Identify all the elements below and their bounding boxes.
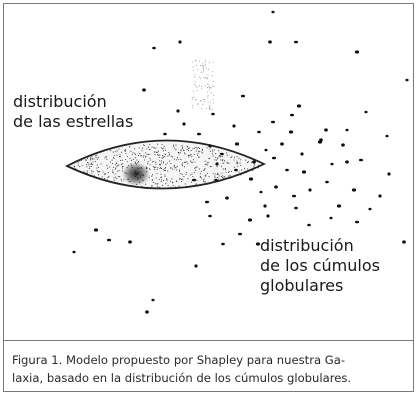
globular-cluster-dot bbox=[345, 128, 349, 132]
globular-cluster-dot bbox=[294, 206, 298, 210]
globular-cluster-dot bbox=[368, 207, 372, 211]
globular-cluster-dot bbox=[285, 168, 289, 172]
globular-cluster-dot bbox=[300, 152, 304, 156]
globular-cluster-dot bbox=[385, 134, 389, 138]
globular-cluster-dot bbox=[264, 148, 268, 152]
globular-cluster-dot bbox=[225, 196, 229, 200]
globular-cluster-dot bbox=[191, 178, 197, 182]
globular-cluster-dot bbox=[220, 152, 224, 156]
clusters-label-line-3: globulares bbox=[260, 276, 344, 295]
caption-divider bbox=[4, 340, 413, 341]
figure-caption: Figura 1. Modelo propuesto por Shapley p… bbox=[12, 351, 409, 387]
galaxy-diagram bbox=[64, 10, 409, 314]
globular-cluster-dot bbox=[364, 110, 368, 114]
globular-cluster-dot bbox=[178, 40, 182, 44]
globular-cluster-dot bbox=[252, 160, 256, 164]
figure-panel: distribución de las estrellas distribuci… bbox=[3, 3, 414, 392]
globular-cluster-dot bbox=[247, 218, 253, 222]
caption-line-1: Figura 1. Modelo propuesto por Shapley p… bbox=[12, 353, 346, 367]
globular-cluster-dot bbox=[354, 50, 360, 54]
clusters-label-line-1: distribución bbox=[260, 236, 354, 255]
globular-cluster-dot bbox=[289, 113, 295, 117]
globular-cluster-dot bbox=[263, 204, 267, 208]
globular-cluster-dot bbox=[208, 144, 212, 148]
globular-cluster-dot bbox=[330, 162, 334, 166]
caption-line-2: laxia, basado en la distribución de los … bbox=[12, 371, 352, 385]
disk-stipple bbox=[68, 143, 260, 189]
globular-cluster-dot bbox=[106, 238, 112, 242]
faint-star-patch bbox=[191, 59, 215, 111]
globular-cluster-dot bbox=[378, 194, 382, 198]
globular-cluster-dot bbox=[317, 140, 323, 144]
globular-cluster-dot bbox=[402, 240, 406, 244]
globular-cluster-dot bbox=[257, 130, 261, 134]
globular-cluster-dot bbox=[341, 143, 345, 147]
globular-cluster-dot bbox=[240, 94, 246, 98]
clusters-label-line-2: de los cúmulos bbox=[260, 256, 380, 275]
globular-cluster-dot bbox=[214, 178, 218, 182]
globular-cluster-dot bbox=[280, 142, 284, 146]
globular-cluster-dot bbox=[215, 162, 219, 166]
globular-cluster-dot bbox=[301, 170, 307, 174]
globular-cluster-dot bbox=[345, 160, 349, 164]
globular-cluster-dot bbox=[145, 310, 149, 314]
globular-cluster-dot bbox=[221, 242, 225, 246]
globular-cluster-dot bbox=[208, 214, 212, 218]
globular-cluster-dot bbox=[271, 10, 275, 14]
globular-cluster-dot bbox=[237, 232, 243, 236]
globular-cluster-dot bbox=[255, 242, 261, 246]
globular-cluster-dot bbox=[248, 177, 254, 181]
globular-cluster-dot bbox=[266, 214, 270, 218]
globular-cluster-dot bbox=[291, 194, 297, 198]
globular-cluster-dot bbox=[296, 104, 302, 108]
galactic-bulge bbox=[122, 162, 150, 186]
globular-cluster-dot bbox=[259, 190, 263, 194]
stars-label-line-1: distribución bbox=[13, 92, 107, 111]
globular-cluster-dot bbox=[351, 188, 357, 192]
globular-cluster-dot bbox=[152, 46, 156, 50]
globular-cluster-dot bbox=[293, 40, 299, 44]
globular-cluster-dot bbox=[232, 124, 236, 128]
globular-cluster-dot bbox=[329, 216, 333, 220]
globular-cluster-dot bbox=[358, 158, 364, 162]
globular-cluster-dot bbox=[308, 188, 312, 192]
globular-cluster-dot bbox=[268, 40, 272, 44]
globular-cluster-dot bbox=[307, 223, 311, 227]
clusters-distribution-label: distribución de los cúmulos globulares bbox=[260, 236, 380, 296]
globular-cluster-dot bbox=[196, 132, 202, 136]
globular-cluster-dot bbox=[354, 220, 360, 224]
globular-cluster-dot bbox=[234, 142, 240, 146]
globular-cluster-dot bbox=[194, 264, 198, 268]
globular-cluster-dot bbox=[288, 130, 294, 134]
globular-cluster-dot bbox=[93, 228, 99, 232]
globular-cluster-dot bbox=[151, 298, 155, 302]
globular-cluster-dot bbox=[176, 109, 180, 113]
globular-cluster-dot bbox=[142, 88, 146, 92]
globular-cluster-dot bbox=[336, 204, 342, 208]
globular-cluster-dot bbox=[234, 168, 238, 172]
globular-cluster-dot bbox=[211, 112, 215, 116]
globular-cluster-dot bbox=[182, 122, 186, 126]
globular-cluster-dot bbox=[405, 78, 409, 82]
globular-cluster-dot bbox=[72, 250, 76, 254]
globular-cluster-dot bbox=[270, 120, 276, 124]
globular-cluster-dot bbox=[128, 240, 132, 244]
globular-cluster-dot bbox=[204, 200, 210, 204]
stars-label-line-2: de las estrellas bbox=[13, 112, 134, 131]
globular-cluster-dot bbox=[274, 185, 278, 189]
globular-cluster-dot bbox=[324, 128, 328, 132]
globular-clusters bbox=[72, 10, 409, 314]
globular-cluster-dot bbox=[271, 156, 277, 160]
globular-cluster-dot bbox=[163, 132, 167, 136]
globular-cluster-dot bbox=[325, 180, 329, 184]
globular-cluster-dot bbox=[387, 172, 391, 176]
stars-distribution-label: distribución de las estrellas bbox=[13, 92, 133, 132]
